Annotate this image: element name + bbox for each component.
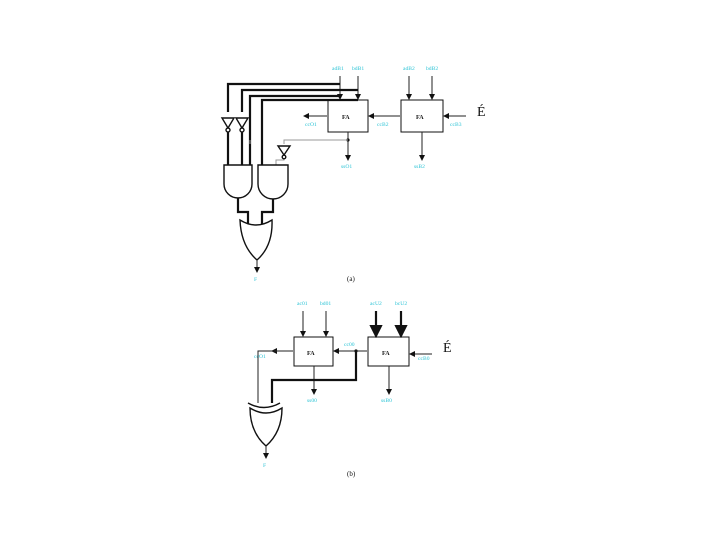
inverter-a2 (234, 117, 250, 165)
full-adder-b2-label: FA (382, 351, 390, 357)
caption-b: (b) (347, 470, 356, 478)
full-adder-b1-label: FA (307, 351, 315, 357)
full-adder-a2 (400, 99, 444, 133)
carry-in-b-label: ccB0 (418, 356, 430, 362)
and-gate-a1 (223, 164, 253, 199)
input-a2-label: adB2 (403, 66, 415, 72)
input-b-b1-label: bd01 (320, 301, 331, 307)
sum2-b-label: ssB0 (381, 398, 392, 404)
output-a-label: F (254, 277, 257, 283)
carry-out-label: ccO1 (305, 122, 317, 128)
sum1-b-label: ss00 (307, 398, 317, 404)
carry-in-label: ccB3 (450, 122, 462, 128)
carry-mid-label: ccB2 (377, 122, 389, 128)
output-b-label: F (263, 463, 266, 469)
carry-out-b-label: ccO1 (254, 354, 266, 360)
or-gate-a (239, 218, 273, 261)
sum1-label: ssO1 (341, 164, 352, 170)
full-adder-b1 (293, 336, 334, 367)
full-adder-a2-label: FA (416, 115, 424, 121)
input-b-a2-label: acU2 (370, 301, 382, 307)
inverter-a1 (220, 117, 236, 165)
input-a1-label: adB1 (332, 66, 344, 72)
and-gate-a2 (257, 164, 289, 200)
enable-b-label: É (443, 339, 452, 356)
xor-gate-b (249, 406, 283, 447)
full-adder-a1-label: FA (342, 115, 350, 121)
input-b1-label: bdB1 (352, 66, 364, 72)
diagram-b: FA FA ac01 bd01 acU2 bcU2 ccB0 É cc00 cc… (247, 301, 452, 478)
carry-mid-b-label: cc00 (344, 342, 355, 348)
input-b-a1-label: ac01 (297, 301, 308, 307)
input-b-b2-label: bcU2 (395, 301, 407, 307)
diagram-a: FA FA adB1 bdB1 adB2 bdB2 ccB3 É ccB2 cc… (220, 66, 486, 283)
caption-a: (a) (347, 275, 355, 283)
enable-label: É (477, 103, 486, 120)
sum2-label: ssB2 (414, 164, 425, 170)
full-adder-a1 (327, 99, 369, 133)
inverter-a3 (276, 145, 292, 160)
input-b2-label: bdB2 (426, 66, 438, 72)
